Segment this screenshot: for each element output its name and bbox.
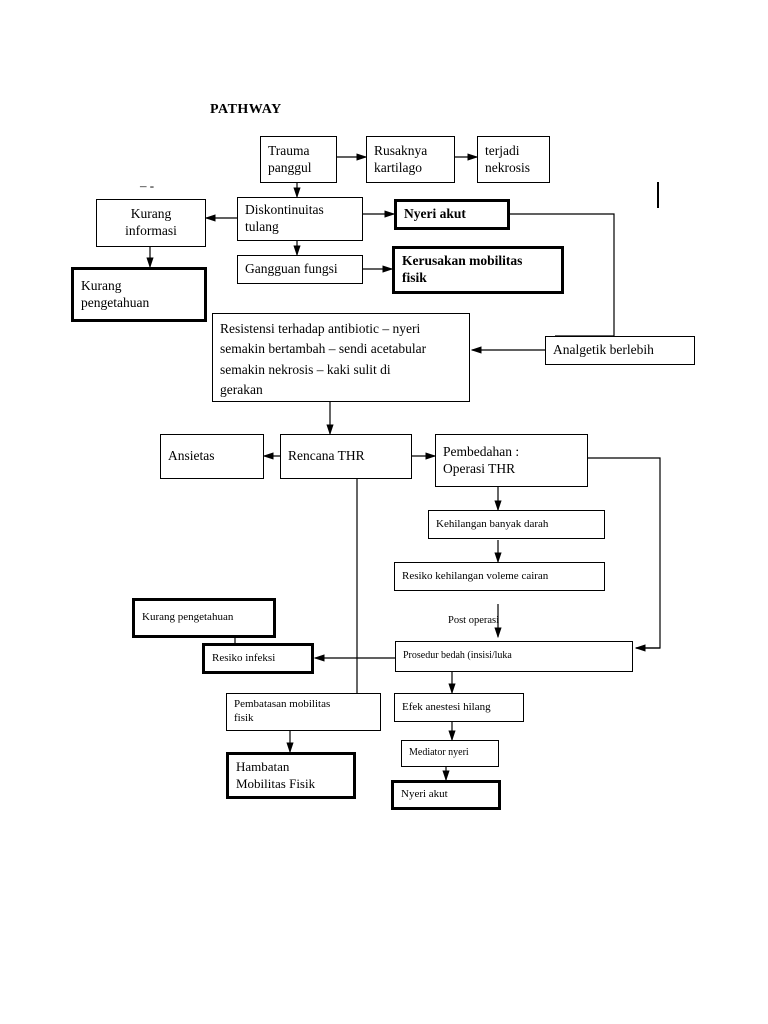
node-kurang-informasi: Kurang informasi [96, 199, 206, 247]
node-label: Resiko infeksi [212, 651, 276, 664]
node-pembatasan-mobilitas-fisik: Pembatasan mobilitas fisik [226, 693, 381, 731]
node-ansietas: Ansietas [160, 434, 264, 479]
node-label: Resistensi terhadap antibiotic – nyeri s… [220, 321, 427, 397]
node-hambatan-mobilitas-fisik: Hambatan Mobilitas Fisik [226, 752, 356, 799]
node-label: terjadi nekrosis [485, 142, 530, 175]
node-label: Gangguan fungsi [245, 261, 338, 277]
node-label: Kerusakan mobilitas fisik [402, 253, 523, 285]
node-terjadi-nekrosis: terjadi nekrosis [477, 136, 550, 183]
dashes-annotation: – - [140, 178, 155, 193]
node-label: Mediator nyeri [409, 747, 469, 759]
node-gangguan-fungsi: Gangguan fungsi [237, 255, 363, 284]
node-pembedahan: Pembedahan : Operasi THR [435, 434, 588, 487]
node-label: Nyeri akut [401, 788, 448, 801]
stray-mark [657, 182, 659, 208]
node-efek-anestesi-hilang: Efek anestesi hilang [394, 693, 524, 722]
node-label: Pembedahan : Operasi THR [443, 443, 520, 476]
node-label: Nyeri akut [404, 206, 466, 222]
node-analgetik-berlebih: Analgetik berlebih [545, 336, 695, 365]
node-prosedur-bedah: Prosedur bedah (insisi/luka [395, 641, 633, 672]
node-label: Ansietas [168, 448, 215, 464]
node-label: Kurang pengetahuan [142, 611, 234, 624]
node-label: Rencana THR [288, 448, 365, 464]
node-label: Prosedur bedah (insisi/luka [403, 650, 512, 662]
node-label: Rusaknya kartilago [374, 142, 428, 175]
node-mediator-nyeri: Mediator nyeri [401, 740, 499, 767]
node-rusaknya-kartilago: Rusaknya kartilago [366, 136, 455, 183]
node-trauma-panggul: Trauma panggul [260, 136, 337, 183]
node-label: Resiko kehilangan voleme cairan [402, 569, 549, 582]
node-kurang-pengetahuan-2: Kurang pengetahuan [132, 598, 276, 638]
node-label: Kehilangan banyak darah [436, 517, 549, 530]
node-label: Pembatasan mobilitas fisik [234, 698, 331, 724]
node-label: Kurang pengetahuan [81, 277, 150, 310]
node-label: Trauma panggul [268, 142, 312, 175]
node-nyeri-akut-1: Nyeri akut [394, 199, 510, 230]
node-resiko-infeksi: Resiko infeksi [202, 643, 314, 674]
node-label: Hambatan Mobilitas Fisik [236, 759, 316, 791]
node-rencana-thr: Rencana THR [280, 434, 412, 479]
node-diskontinuitas-tulang: Diskontinuitas tulang [237, 197, 363, 241]
node-label: Efek anestesi hilang [402, 700, 491, 713]
node-label: Diskontinuitas tulang [245, 202, 324, 234]
node-kerusakan-mobilitas-fisik: Kerusakan mobilitas fisik [392, 246, 564, 294]
node-kurang-pengetahuan-1: Kurang pengetahuan [71, 267, 207, 322]
node-kehilangan-banyak-darah: Kehilangan banyak darah [428, 510, 605, 539]
node-resistensi: Resistensi terhadap antibiotic – nyeri s… [212, 313, 470, 402]
node-resiko-kehilangan-volume-cairan: Resiko kehilangan voleme cairan [394, 562, 605, 591]
post-operasi-label: Post operasi [448, 615, 500, 626]
node-label: Kurang informasi [125, 206, 177, 238]
node-nyeri-akut-2: Nyeri akut [391, 780, 501, 810]
node-label: Analgetik berlebih [553, 342, 654, 358]
page-title: PATHWAY [210, 102, 282, 117]
